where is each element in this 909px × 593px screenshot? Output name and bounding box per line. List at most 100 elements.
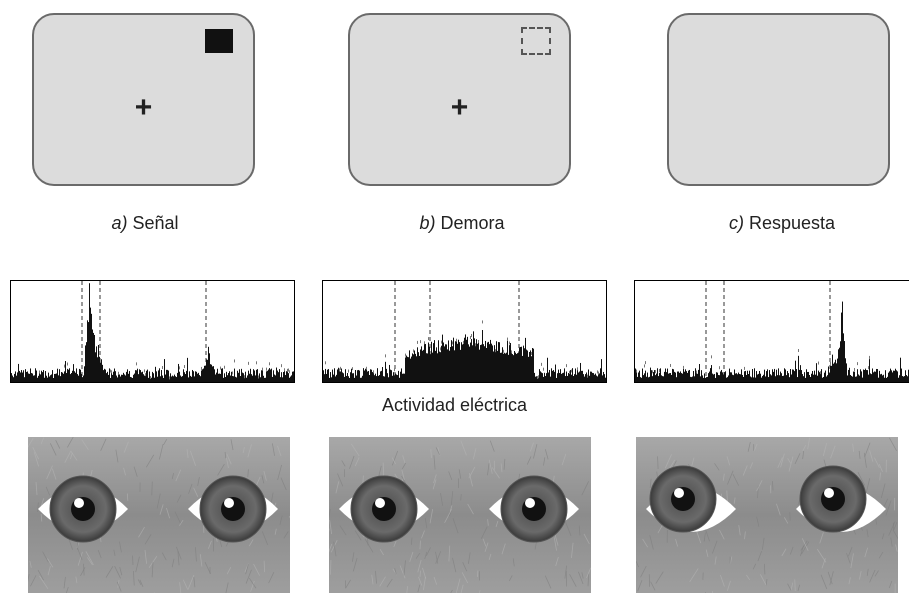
spike-bar-light (394, 368, 395, 372)
spike-bar (333, 374, 334, 382)
spike-bar (875, 371, 876, 382)
spike-bar (232, 375, 233, 382)
spike-bar (573, 376, 574, 382)
fur-strand (759, 574, 767, 586)
fur-strand (176, 494, 182, 503)
fur-strand (846, 553, 851, 564)
spike-bar (745, 370, 746, 382)
fur-strand (204, 561, 211, 575)
spike-bar-light (39, 370, 40, 374)
fur-strand (888, 580, 893, 589)
spike-bar (753, 377, 754, 382)
spike-bar (697, 373, 698, 382)
spike-bar (526, 349, 527, 382)
fur-strand (429, 508, 434, 524)
spike-bar (137, 368, 138, 382)
fur-strand (888, 521, 896, 536)
spike-bar (342, 372, 343, 382)
spike-bar (384, 376, 385, 382)
fur-strand (47, 558, 54, 568)
fur-strand (802, 450, 805, 460)
fur-strand (642, 538, 649, 548)
spike-bar (41, 370, 42, 382)
spike-bar (772, 369, 773, 382)
spike-bar (177, 372, 178, 382)
fur-strand (105, 566, 114, 578)
fur-strand (882, 498, 889, 509)
fur-strand (279, 515, 283, 525)
fur-strand (245, 564, 249, 575)
fur-strand (230, 439, 234, 451)
spike-bar (642, 368, 643, 382)
spike-bar (751, 377, 752, 382)
spike-bar (756, 371, 757, 382)
spike-bar (841, 312, 842, 382)
spike-bar (71, 372, 72, 382)
spike-bar (863, 369, 864, 382)
spike-bar (855, 376, 856, 382)
spike-bar (804, 372, 805, 382)
spike-bar-light (269, 362, 270, 366)
spike-bar (12, 375, 13, 382)
spike-bar (531, 356, 532, 382)
fur-strand (261, 475, 265, 484)
spike-bar (260, 377, 261, 382)
spike-bar (96, 346, 97, 382)
spike-bar (694, 376, 695, 382)
fur-strand (268, 571, 275, 584)
spike-bar (771, 375, 772, 382)
fur-strand (224, 451, 227, 459)
fur-strand (816, 548, 827, 563)
eye-highlight (74, 498, 84, 508)
spike-bar (123, 372, 124, 382)
spike-bar (779, 375, 780, 382)
spike-bar-light (413, 349, 414, 353)
spike-bar (792, 369, 793, 382)
spike-bar (158, 370, 159, 382)
spike-bar (605, 377, 606, 382)
fur-strand (253, 563, 260, 576)
fur-strand (467, 552, 471, 564)
fur-strand (422, 567, 427, 579)
fur-strand (100, 438, 107, 451)
fur-strand (277, 464, 282, 481)
spike-bar-light (509, 341, 510, 345)
spike-bar (858, 374, 859, 382)
spike-bar (38, 375, 39, 382)
spike-bar (546, 373, 547, 382)
spike-bar (59, 369, 60, 382)
spike-bar (30, 368, 31, 382)
spike-bar (707, 376, 708, 382)
spike-bar (498, 342, 499, 382)
spike-bar (438, 340, 439, 382)
spike-bar (29, 373, 30, 382)
fur-strand (467, 503, 474, 515)
fur-strand (115, 449, 119, 463)
spike-bar (543, 376, 544, 382)
spike-bar (344, 376, 345, 382)
spike-bar (75, 372, 76, 382)
spike-bar (60, 376, 61, 382)
spike-bar (194, 376, 195, 382)
spike-bar (533, 348, 534, 382)
spike-bar (811, 373, 812, 382)
spike-bar (506, 352, 507, 382)
spike-bar (378, 375, 379, 382)
spike-bar (868, 374, 869, 382)
spike-bar-light (577, 367, 578, 371)
spike-bar (111, 370, 112, 382)
fur-strand (879, 472, 881, 481)
spike-bar (402, 373, 403, 382)
spike-bar (801, 370, 802, 382)
spike-bar (856, 376, 857, 382)
spike-bar-light (587, 374, 588, 378)
fur-strand (858, 450, 861, 459)
fur-strand (794, 453, 801, 465)
spike-bar (686, 371, 687, 382)
spike-bar (902, 376, 903, 382)
spike-bar (661, 375, 662, 382)
spike-bar (216, 372, 217, 382)
spike-bar (483, 344, 484, 382)
fur-strand (780, 453, 785, 468)
spike-bar (427, 353, 428, 382)
